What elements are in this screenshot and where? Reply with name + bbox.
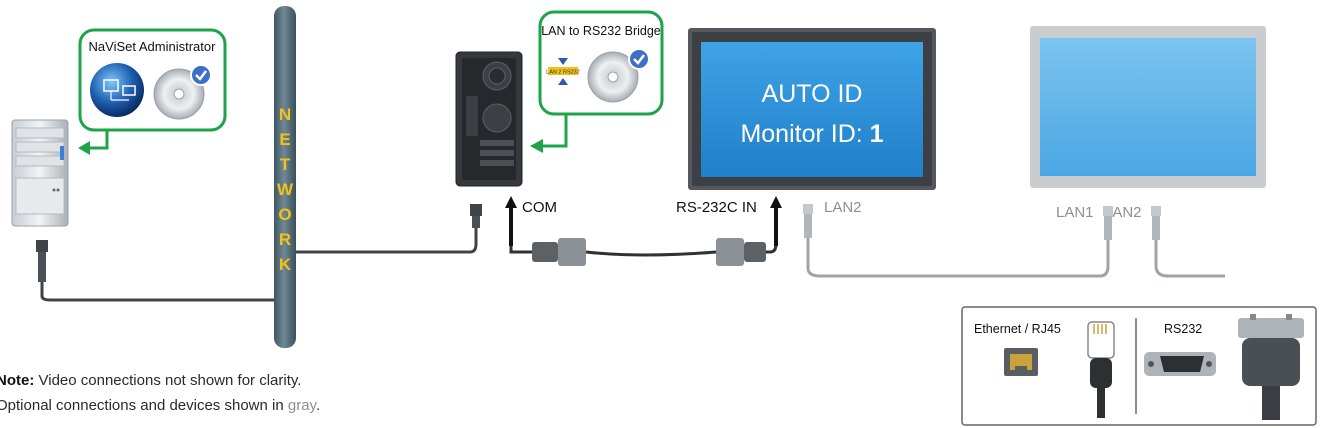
footnote-line2-text: Optional connections and devices shown i…	[0, 397, 284, 414]
monitor-line1: AUTO ID	[762, 80, 863, 108]
cable-lan-optional	[806, 238, 1110, 278]
cable-network-pc	[296, 226, 478, 254]
footnote-line2: Optional connections and devices shown i…	[0, 393, 320, 418]
globe-icon	[90, 63, 144, 117]
admin-software-bubble: NaViSet Administrator	[78, 28, 227, 155]
cables	[40, 226, 1225, 302]
lan2-second-label: LAN2	[1104, 204, 1142, 221]
bridge-chip-icon: LAN 2 RS232	[546, 58, 580, 85]
monitor-screen	[701, 42, 923, 177]
footnote: Note: Video connections not shown for cl…	[0, 368, 320, 418]
network-letter: R	[279, 230, 291, 249]
arrow-bridge-to-pc	[542, 114, 568, 148]
rs232-arrows	[505, 196, 782, 254]
db9-socket-icon	[1144, 352, 1216, 376]
rj45-plug-main-lan2	[803, 204, 813, 238]
rj45-plug-second-lan2	[1151, 206, 1161, 240]
admin-bubble-title: NaViSet Administrator	[89, 39, 217, 54]
legend-ethernet-label: Ethernet / RJ45	[974, 322, 1061, 336]
monitor-line2: Monitor ID: 1	[740, 120, 883, 148]
db9-plug-icon	[1238, 314, 1304, 420]
check-badge-icon	[190, 64, 212, 86]
network-letter: T	[280, 155, 291, 174]
network-letter: N	[279, 105, 291, 124]
rj45-plug-second-lan1	[1103, 206, 1113, 240]
bridge-software-bubble: LAN to RS232 Bridge LAN 2 RS232	[530, 10, 664, 153]
legend-rs232-label: RS232	[1164, 322, 1202, 336]
cd-icon	[587, 51, 639, 103]
rs232c-in-label: RS-232C IN	[676, 199, 757, 216]
network-letter: W	[277, 180, 294, 199]
server-tower	[11, 119, 69, 282]
check-badge-icon	[628, 48, 650, 70]
footnote-gray-word: gray	[287, 397, 316, 414]
network-letter: E	[279, 130, 290, 149]
cable-server-network	[40, 282, 282, 302]
rj45-plug-icon	[1087, 321, 1115, 418]
second-monitor	[1030, 26, 1266, 188]
lan2-main-label: LAN2	[824, 199, 862, 216]
bridge-bubble-title: LAN to RS232 Bridge	[541, 24, 661, 38]
footnote-line1: Note: Video connections not shown for cl…	[0, 368, 320, 393]
footnote-line2-suffix: .	[315, 397, 321, 414]
monitor-id-value: 1	[870, 120, 884, 148]
footnote-line1-text: Video connections not shown for clarity.	[38, 372, 302, 389]
port-labels: COM RS-232C IN LAN2 LAN1 LAN2	[522, 199, 1142, 221]
footnote-bold: Note:	[0, 372, 35, 389]
main-monitor: AUTO ID Monitor ID: 1	[688, 28, 936, 190]
pc-tower	[455, 51, 523, 228]
com-label: COM	[522, 199, 557, 216]
lan1-second-label: LAN1	[1056, 204, 1094, 221]
bridge-chip-label: LAN 2 RS232	[546, 70, 580, 76]
legend-box: Ethernet / RJ45 RS232	[961, 306, 1317, 426]
db9-connector-right	[716, 238, 766, 266]
network-letter: K	[279, 255, 292, 274]
cable-lan-tail	[1154, 238, 1225, 278]
db9-connector-left	[532, 238, 586, 266]
network-letter: O	[278, 205, 291, 224]
arrow-admin-to-server	[88, 130, 109, 150]
cd-icon	[153, 68, 205, 120]
second-monitor-screen	[1040, 38, 1256, 176]
monitor-id-prefix: Monitor ID:	[740, 120, 869, 148]
rj45-socket-icon	[1004, 348, 1038, 376]
